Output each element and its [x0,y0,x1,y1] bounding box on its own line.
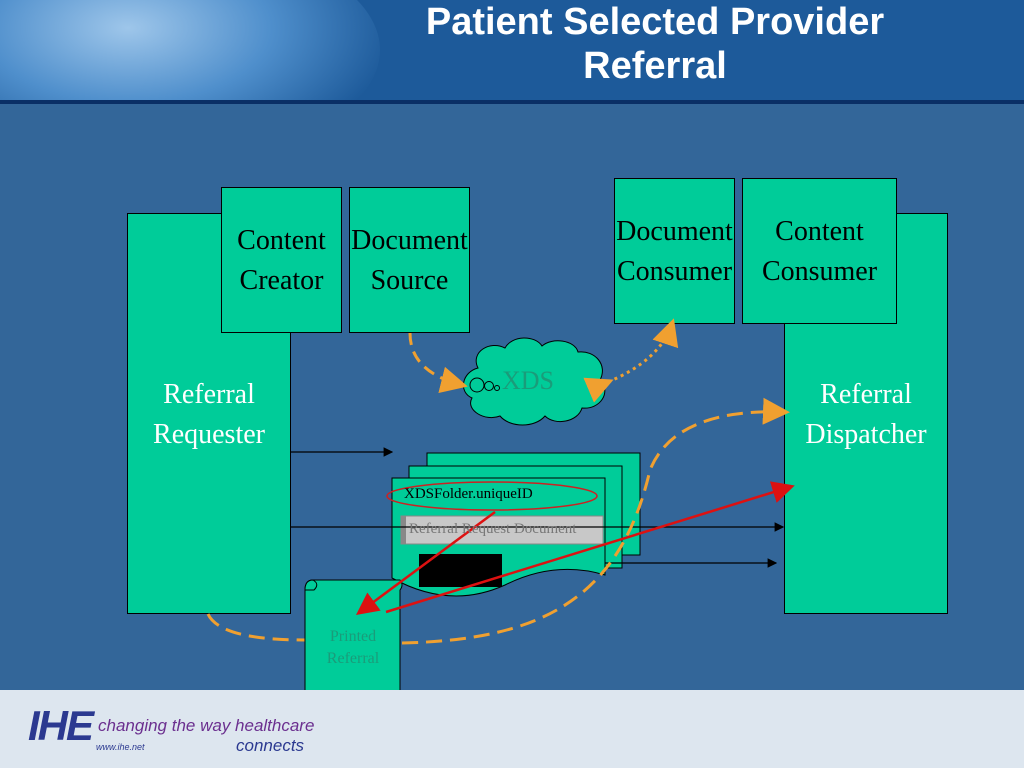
label-line: Consumer [616,256,733,287]
header-banner [0,0,1024,100]
label-line: Creator [239,265,324,296]
title-line-2: Referral [583,45,727,87]
label-line: Referral [163,379,255,410]
referral-dispatcher-label: Referral Dispatcher [784,375,948,455]
dashed-arrow-requester-to-printed [206,613,306,642]
red-arrow-folder-to-scroll [355,510,496,615]
folder-id-ellipse [386,481,598,511]
dashed-arrow-source-to-xds [408,332,468,393]
dotted-arrow-xds-consumer [583,318,679,403]
cloud-bubble-medium [484,381,494,391]
label-line: Referral [326,650,380,667]
label-line: Content [237,225,326,256]
label-line: Document [351,225,468,256]
document-source-label: Document Source [339,221,480,301]
scroll-curl-top [304,579,318,591]
referral-doc-bar-edge [401,516,406,544]
title-line-1: Patient Selected Provider [425,1,885,43]
content-consumer-box [742,178,897,324]
document-source-box [349,187,470,333]
footer-tagline: changing the way healthcare [98,716,315,735]
printed-referral-label: Printed Referral [305,626,401,670]
referral-requester-label: Referral Requester [127,375,291,455]
footer-url: www.ihe.net [96,742,145,752]
label-line: Source [370,265,449,296]
referral-doc-label: Referral Request Document [409,521,577,537]
label-line: Content [775,216,864,247]
footer-bar [0,690,1024,768]
globe-graphic [0,0,380,100]
ihe-logo: IHE [28,702,94,749]
label-line: Requester [153,419,265,450]
folder-id-label: XDSFolder.uniqueID [404,486,533,502]
label-line: Document [616,216,733,247]
label-line: Printed [329,628,377,645]
document-consumer-label: Document Consumer [602,212,747,292]
label-line: Dispatcher [805,419,927,450]
dashed-arrow-printed-to-dispatcher [401,397,790,645]
slide-title: Patient Selected Provider Referral [330,0,980,88]
cloud-bubble-large [469,377,485,393]
content-consumer-label: Content Consumer [742,212,897,292]
content-creator-box [221,187,342,333]
referral-doc-bar [400,515,604,545]
xds-label: XDS [501,366,554,395]
footer-connects: connects [236,736,305,755]
label-line: Consumer [761,256,878,287]
header-divider [0,100,1024,104]
label-line: Referral [820,379,912,410]
content-creator-label: Content Creator [221,221,342,301]
cloud-bubble-small [494,385,500,391]
red-arrow-scroll-to-dispatcher [385,481,795,614]
